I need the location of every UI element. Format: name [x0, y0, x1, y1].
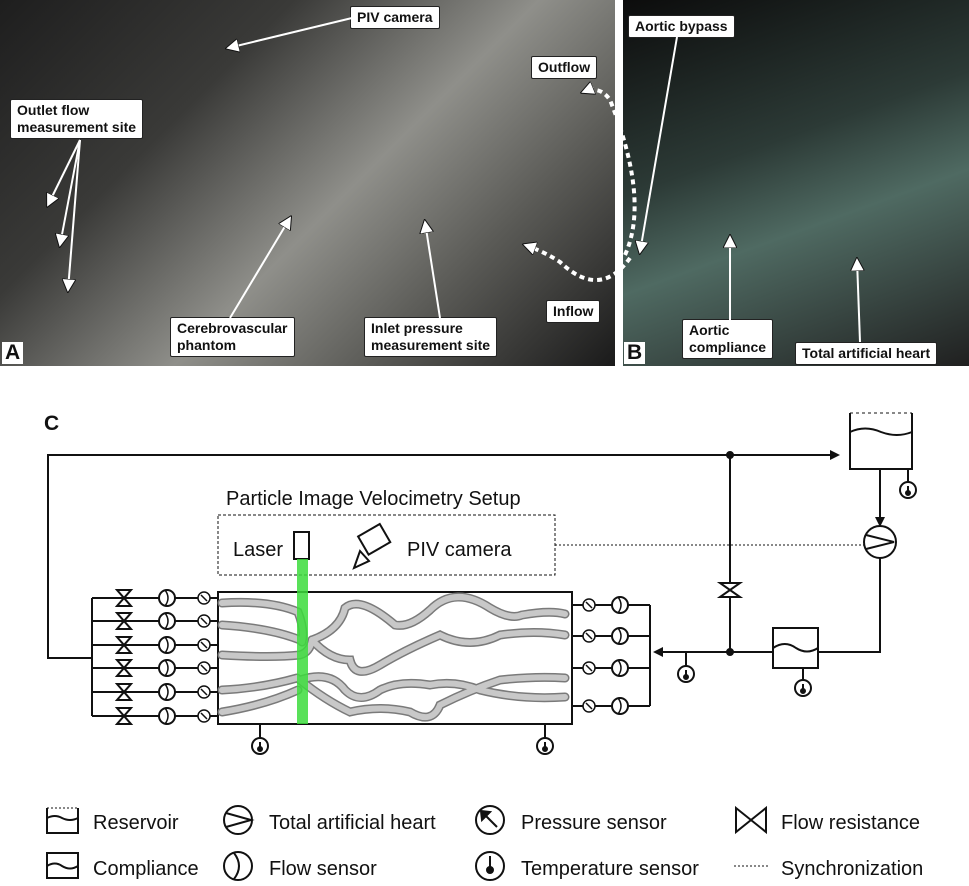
- legend-flow-resistance: Flow resistance: [735, 805, 920, 835]
- label-outlet-flow: Outlet flow measurement site: [10, 99, 144, 139]
- pressure-sensor-icon: [197, 709, 211, 723]
- label-total-heart: Total artificial heart: [795, 342, 938, 365]
- outlet-temperature-sensor-icon: [677, 652, 695, 683]
- outlet-branch: [92, 636, 218, 654]
- temperature-sensor-legend-icon: [475, 851, 505, 881]
- outlet-branch: [92, 707, 218, 725]
- compliance-icon: [772, 627, 819, 669]
- legend-flow-sensor-label: Flow sensor: [269, 858, 377, 880]
- label-outflow: Outflow: [531, 56, 598, 79]
- flow-sensor-icon: [158, 683, 176, 701]
- legend: Reservoir Compliance Total artificial he…: [46, 805, 923, 881]
- pressure-sensor-icon: [582, 661, 596, 675]
- pressure-sensor-icon: [197, 614, 211, 628]
- flow-resistance-icon: [114, 683, 134, 701]
- pressure-sensor-icon: [582, 629, 596, 643]
- compliance-temperature-sensor-icon: [794, 668, 812, 697]
- flow-sensor-icon: [611, 596, 629, 614]
- pressure-sensor-icon: [197, 638, 211, 652]
- legend-synchronization: Synchronization: [734, 858, 923, 880]
- flow-resistance-icon: [114, 612, 134, 630]
- panel-letter-b: B: [624, 342, 646, 364]
- piv-setup-box: Particle Image Velocimetry Setup Laser P…: [217, 488, 556, 576]
- flow-sensor-legend-icon: [223, 851, 253, 881]
- flow-sensor-icon: [611, 659, 629, 677]
- outlet-manifold-left: [91, 589, 218, 725]
- flow-resistance-icon: [114, 659, 134, 677]
- piv-setup-title: Particle Image Velocimetry Setup: [226, 488, 521, 510]
- laser-icon: [293, 531, 310, 560]
- legend-reservoir-label: Reservoir: [93, 812, 179, 834]
- label-inflow: Inflow: [546, 300, 601, 323]
- compliance-legend-icon: [46, 852, 79, 879]
- cerebrovascular-phantom-box: [217, 559, 573, 725]
- flow-sensor-icon: [611, 697, 629, 715]
- piv-camera-label: PIV camera: [407, 539, 512, 561]
- total-artificial-heart-icon: [863, 525, 897, 559]
- inlet-branch: [572, 627, 650, 645]
- photo-panel-b: [623, 0, 969, 366]
- legend-temperature-sensor: Temperature sensor: [475, 851, 699, 881]
- label-piv-camera: PIV camera: [350, 6, 440, 29]
- flow-resistance-legend-icon: [735, 805, 767, 835]
- laser-sheet: [297, 559, 308, 724]
- phantom-temperature-sensor-right-icon: [536, 724, 554, 755]
- flow-sensor-icon: [158, 707, 176, 725]
- pressure-sensor-legend-icon: [475, 805, 505, 835]
- legend-pressure-sensor-label: Pressure sensor: [521, 812, 667, 834]
- flow-sensor-icon: [611, 627, 629, 645]
- flow-sensor-icon: [158, 589, 176, 607]
- reservoir-icon: [849, 412, 913, 470]
- inlet-branch: [572, 596, 650, 614]
- vessel-network: [217, 592, 570, 722]
- photo-pointer-arrows: [48, 17, 860, 343]
- pressure-sensor-icon: [197, 661, 211, 675]
- legend-temperature-sensor-label: Temperature sensor: [521, 858, 699, 880]
- outlet-branch: [92, 612, 218, 630]
- inlet-branch: [572, 697, 650, 715]
- reservoir-legend-icon: [46, 807, 79, 834]
- photo-panel-a: [0, 0, 615, 366]
- legend-pressure-sensor: Pressure sensor: [475, 805, 667, 835]
- panel-letter-c: C: [44, 412, 59, 435]
- legend-compliance-label: Compliance: [93, 858, 199, 880]
- total-artificial-heart-legend-icon: [223, 805, 255, 835]
- flow-resistance-icon: [114, 636, 134, 654]
- reservoir-temperature-sensor-icon: [899, 469, 917, 499]
- label-inlet-pressure: Inlet pressure measurement site: [364, 317, 498, 357]
- legend-total-artificial-heart-label: Total artificial heart: [269, 812, 436, 834]
- flow-sensor-icon: [158, 636, 176, 654]
- pressure-sensor-icon: [582, 598, 596, 612]
- pressure-sensor-icon: [197, 685, 211, 699]
- laser-label: Laser: [233, 539, 283, 561]
- pressure-sensor-icon: [197, 591, 211, 605]
- label-aortic-compliance: Aortic compliance: [682, 319, 774, 359]
- legend-compliance: Compliance: [46, 852, 199, 880]
- pressure-sensor-icon: [582, 699, 596, 713]
- inlet-manifold-right: [572, 596, 651, 715]
- outlet-branch: [92, 683, 218, 701]
- inlet-branch: [572, 659, 650, 677]
- legend-synchronization-label: Synchronization: [781, 858, 923, 880]
- outlet-branch: [92, 659, 218, 677]
- label-phantom: Cerebrovascular phantom: [170, 317, 295, 357]
- legend-reservoir: Reservoir: [46, 807, 179, 834]
- panel-c: [47, 450, 885, 659]
- photo-flow-arrows: [525, 90, 637, 282]
- flow-sensor-icon: [158, 612, 176, 630]
- legend-flow-sensor: Flow sensor: [223, 851, 377, 881]
- outlet-branch: [92, 589, 218, 607]
- legend-total-artificial-heart: Total artificial heart: [223, 805, 436, 835]
- piv-camera-icon: [352, 522, 392, 570]
- panel-letter-a: A: [2, 342, 24, 364]
- label-aortic-bypass: Aortic bypass: [628, 15, 735, 38]
- flow-sensor-icon: [158, 659, 176, 677]
- legend-flow-resistance-label: Flow resistance: [781, 812, 920, 834]
- phantom-temperature-sensor-left-icon: [251, 724, 269, 755]
- flow-resistance-icon: [114, 707, 134, 725]
- flow-resistance-icon: [114, 589, 134, 607]
